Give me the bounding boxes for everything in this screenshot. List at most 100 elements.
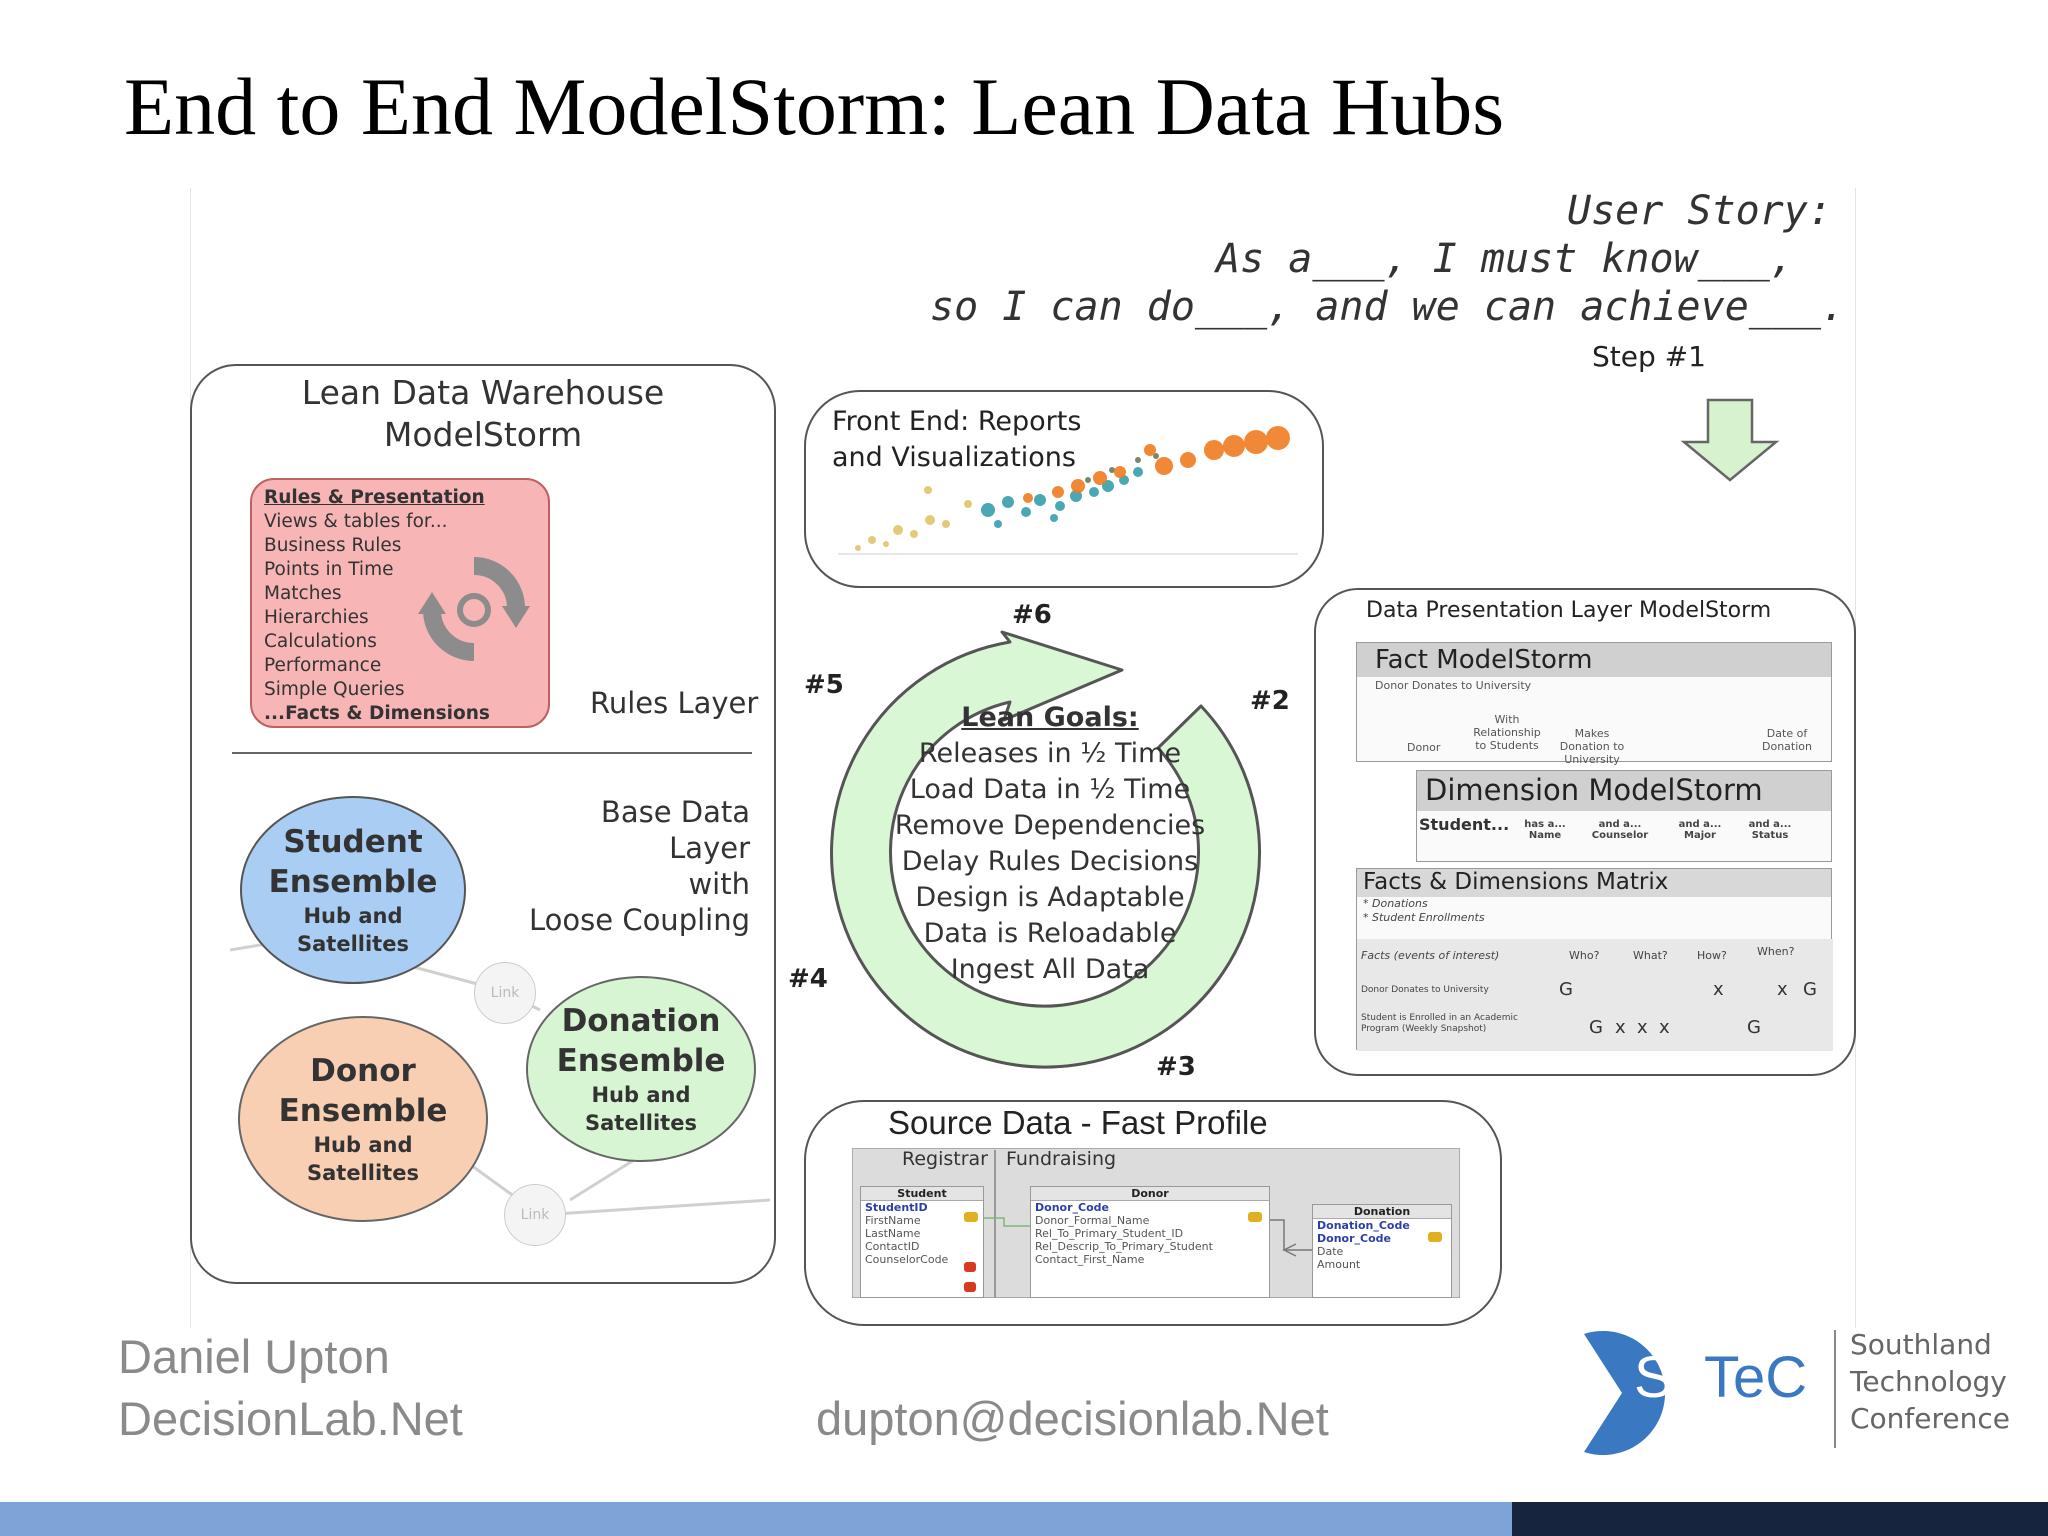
rules-item-last: ...Facts & Dimensions bbox=[264, 703, 490, 724]
table-column: Amount bbox=[1317, 1258, 1361, 1271]
step-5-label: #5 bbox=[804, 670, 844, 700]
base-layer-line-1: Base Data Layer bbox=[600, 795, 750, 865]
front-end-title-line-1: Front End: Reports bbox=[832, 406, 1082, 437]
donation-ensemble-sub-1: Hub and bbox=[591, 1083, 691, 1107]
student-ensemble-name-1: Student bbox=[283, 824, 423, 860]
matrix-row-label: Donor Donates to University bbox=[1361, 985, 1489, 995]
table-column: Date bbox=[1317, 1245, 1344, 1258]
student-table: Student StudentID FirstName LastName Con… bbox=[860, 1186, 984, 1298]
matrix-row-label: Student is Enrolled in an Academic Progr… bbox=[1361, 1013, 1518, 1034]
lean-goal-item: Data is Reloadable bbox=[923, 918, 1177, 949]
user-story-line-1: As a___, I must know___, bbox=[1216, 236, 1794, 282]
table-column: StudentID bbox=[865, 1201, 928, 1214]
conference-name: Southland Technology Conference bbox=[1850, 1326, 2010, 1437]
matrix-head: What? bbox=[1633, 949, 1668, 962]
table-column: Rel_To_Primary_Student_ID bbox=[1035, 1227, 1184, 1240]
matrix-mark: G bbox=[1559, 979, 1573, 1000]
fundraising-tab: Fundraising bbox=[1006, 1148, 1117, 1170]
table-column: LastName bbox=[865, 1227, 921, 1240]
tab-divider bbox=[994, 1150, 996, 1298]
rules-item: Views & tables for... bbox=[264, 511, 448, 532]
donor-table-name: Donor bbox=[1031, 1187, 1269, 1201]
donor-ensemble: Donor Ensemble Hub and Satellites bbox=[238, 1016, 488, 1222]
rules-item: Hierarchies bbox=[264, 607, 369, 628]
table-column: FirstName bbox=[865, 1214, 921, 1227]
donation-table: Donation Donation_Code Donor_Code Date A… bbox=[1312, 1204, 1452, 1298]
facts-dimensions-matrix: Facts & Dimensions Matrix * Donations * … bbox=[1356, 868, 1833, 1051]
dim-col: and a... Major bbox=[1678, 819, 1722, 841]
key-icon bbox=[1428, 1232, 1442, 1242]
link-bubble: Link bbox=[474, 962, 536, 1024]
step-1-label: Step #1 bbox=[1592, 340, 1706, 373]
fact-modelstorm-title: Fact ModelStorm bbox=[1357, 643, 1831, 677]
front-end-title-line-2: and Visualizations bbox=[832, 442, 1076, 473]
donor-ensemble-name-1: Donor bbox=[310, 1053, 416, 1089]
rules-item: Calculations bbox=[264, 631, 377, 652]
matrix-head: When? bbox=[1757, 945, 1795, 958]
dim-col: and a... Status bbox=[1748, 819, 1792, 841]
dim-col: has a... Name bbox=[1524, 819, 1566, 841]
user-story-line-2: so I can do___, and we can achieve___. bbox=[930, 284, 1846, 330]
donor-ensemble-name-2: Ensemble bbox=[278, 1093, 448, 1129]
matrix-head: Who? bbox=[1569, 949, 1600, 962]
lean-cycle-ring bbox=[830, 630, 1261, 1069]
layer-divider bbox=[232, 752, 752, 754]
foreign-key-icon bbox=[964, 1262, 976, 1272]
student-ensemble-name-2: Ensemble bbox=[268, 864, 438, 900]
refresh-cycle-icon bbox=[418, 557, 530, 662]
lean-goal-item: Releases in ½ Time bbox=[918, 738, 1182, 769]
step-6-label: #6 bbox=[1012, 600, 1052, 630]
footer-bar-blue bbox=[0, 1502, 1512, 1536]
rules-item: Business Rules bbox=[264, 535, 402, 556]
key-icon bbox=[1248, 1212, 1262, 1222]
donor-ensemble-sub-1: Hub and bbox=[313, 1133, 413, 1157]
student-ensemble-sub-1: Hub and bbox=[303, 904, 403, 928]
donation-ensemble-name-1: Donation bbox=[561, 1003, 721, 1039]
source-data-title: Source Data - Fast Profile bbox=[888, 1104, 1268, 1141]
student-ensemble: Student Ensemble Hub and Satellites bbox=[240, 796, 466, 984]
matrix-note: * Donations bbox=[1363, 897, 1428, 910]
lean-goal-item: Delay Rules Decisions bbox=[901, 846, 1199, 877]
matrix-mark: x bbox=[1713, 979, 1724, 1000]
presenter-site: DecisionLab.Net bbox=[118, 1392, 463, 1445]
rules-layer-label: Rules Layer bbox=[590, 686, 759, 720]
lean-goal-item: Design is Adaptable bbox=[915, 882, 1185, 913]
matrix-mark: x bbox=[1615, 1017, 1626, 1038]
rules-item: Simple Queries bbox=[264, 679, 405, 700]
table-column: CounselorCode bbox=[865, 1253, 949, 1266]
table-relationship-lines bbox=[984, 1217, 1312, 1257]
registrar-tab: Registrar bbox=[902, 1148, 988, 1170]
dimension-row-label: Student... bbox=[1419, 815, 1510, 834]
fact-col: Date of Donation bbox=[1762, 727, 1812, 753]
donation-ensemble-name-2: Ensemble bbox=[556, 1043, 726, 1079]
footer-bar-navy bbox=[1512, 1502, 2048, 1536]
student-ensemble-sub-2: Satellites bbox=[297, 932, 409, 956]
matrix-grid bbox=[1357, 939, 1833, 1051]
table-column: Donor_Code bbox=[1035, 1201, 1109, 1214]
fact-col: Donor bbox=[1407, 741, 1441, 754]
table-column: Rel_Descrip_To_Primary_Student bbox=[1035, 1240, 1213, 1253]
table-column: ContactID bbox=[865, 1240, 920, 1253]
foreign-key-icon bbox=[964, 1282, 976, 1292]
key-icon bbox=[964, 1212, 978, 1222]
presenter-email: dupton@decisionlab.Net bbox=[816, 1392, 1329, 1445]
rules-item: Matches bbox=[264, 583, 342, 604]
table-column: Donor_Formal_Name bbox=[1035, 1214, 1150, 1227]
matrix-head: How? bbox=[1697, 949, 1727, 962]
fact-modelstorm-box: Fact ModelStorm Donor Donates to Univers… bbox=[1356, 642, 1832, 766]
donation-ensemble-sub-2: Satellites bbox=[585, 1111, 697, 1135]
donor-table: Donor Donor_Code Donor_Formal_Name Rel_T… bbox=[1030, 1186, 1270, 1298]
fact-modelstorm-sub: Donor Donates to University bbox=[1375, 679, 1532, 692]
rules-box-header: Rules & Presentation bbox=[264, 487, 485, 508]
link-bubble: Link bbox=[504, 1184, 566, 1246]
fact-col: Makes Donation to University bbox=[1559, 727, 1625, 766]
donation-table-name: Donation bbox=[1313, 1205, 1451, 1219]
base-layer-line-3: Loose Coupling bbox=[529, 903, 750, 937]
base-layer-line-2: with bbox=[688, 867, 750, 901]
lean-goals: Lean Goals: Releases in ½ Time Load Data… bbox=[840, 700, 1260, 988]
sotec-logo-circle bbox=[1582, 1331, 1666, 1455]
table-column: Donor_Code bbox=[1317, 1232, 1391, 1245]
rules-presentation-box: Rules & Presentation Views & tables for.… bbox=[250, 478, 550, 728]
step-4-label: #4 bbox=[788, 964, 828, 994]
logo-so: So bbox=[1634, 1345, 1705, 1410]
